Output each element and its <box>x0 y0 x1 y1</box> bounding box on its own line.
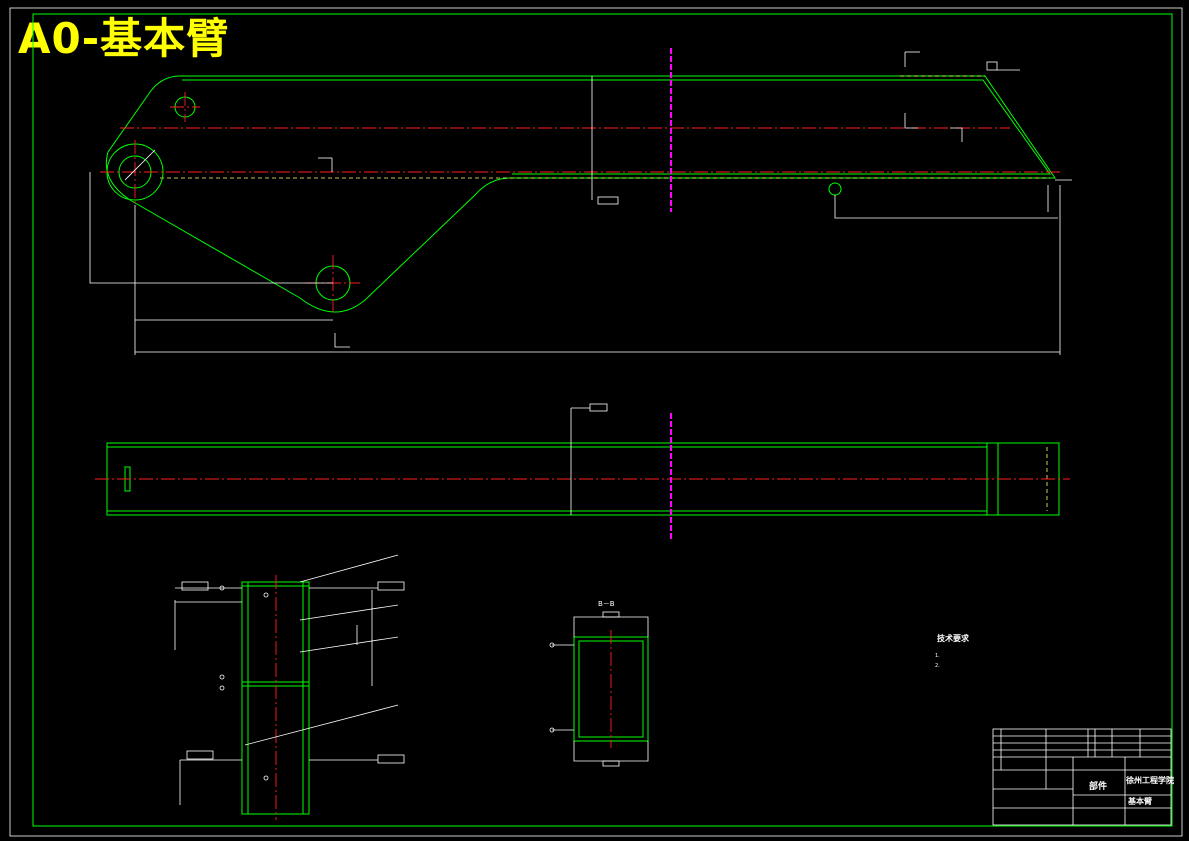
cross-section-b-b <box>549 611 649 767</box>
cross-section-left <box>174 554 405 820</box>
boom-top-view <box>95 403 1070 540</box>
title-block <box>992 728 1172 826</box>
section-b-label: B－B <box>598 600 615 608</box>
tech-requirements-heading: 技术要求 <box>937 633 970 643</box>
tech-requirement-item-1: 1. <box>935 653 940 659</box>
inner-frame <box>32 13 1173 827</box>
tech-requirement-item-2: 2. <box>935 663 940 669</box>
outer-frame <box>9 7 1183 837</box>
boom-front-view <box>89 48 1072 355</box>
title-block-category: 部件 <box>1089 780 1107 792</box>
title-block-part-name: 基本臂 <box>1127 796 1152 806</box>
title-block-school: 徐州工程学院 <box>1125 775 1174 785</box>
drawing-title: A0-基本臂 <box>18 14 230 63</box>
